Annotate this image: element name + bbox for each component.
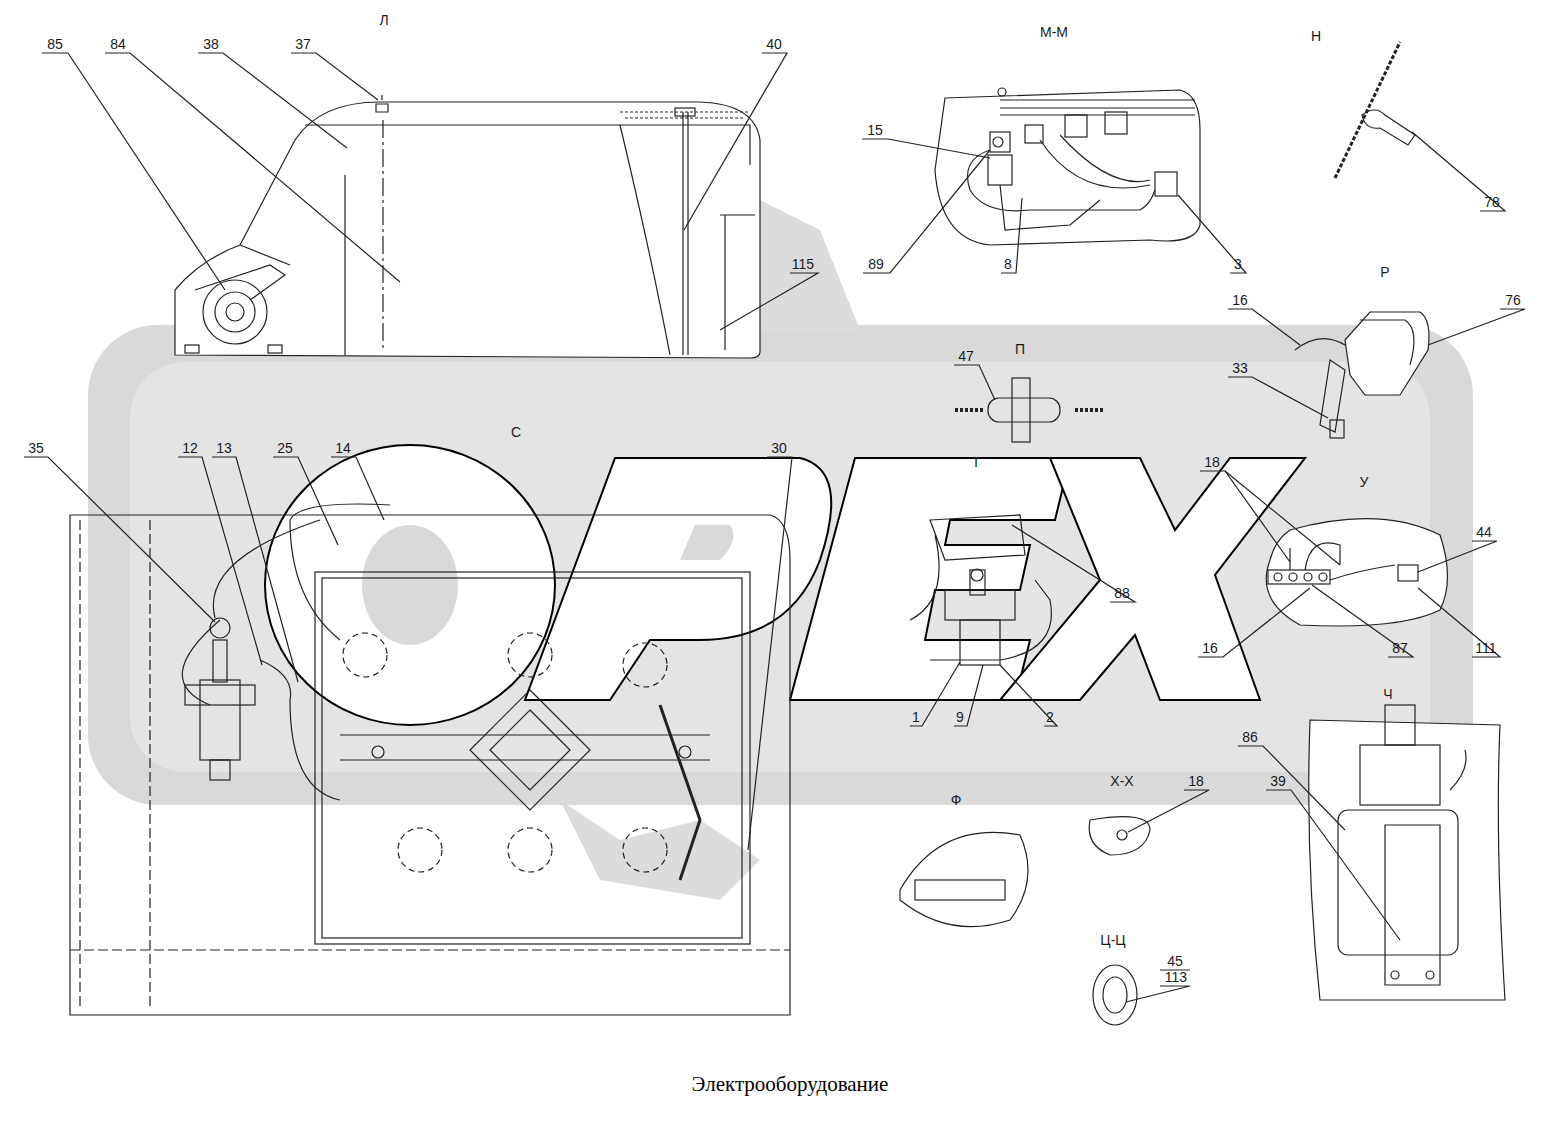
callout-number: 87 bbox=[1392, 641, 1408, 655]
callout-number: 78 bbox=[1484, 195, 1500, 209]
callout-number: 38 bbox=[203, 37, 219, 51]
callout-number: 2 bbox=[1046, 710, 1054, 724]
view-label: Ф bbox=[951, 793, 962, 807]
callout-number: 39 bbox=[1270, 774, 1286, 788]
callout-number: 37 bbox=[295, 37, 311, 51]
callout-number: 16 bbox=[1202, 641, 1218, 655]
callout-number: 9 bbox=[956, 710, 964, 724]
view-label: Ч bbox=[1383, 687, 1392, 701]
view-label: Л bbox=[379, 13, 388, 27]
callout-number: 113 bbox=[1165, 970, 1187, 984]
callout-number: 30 bbox=[771, 441, 787, 455]
section-label: Х-Х bbox=[1110, 774, 1133, 788]
view-label: С bbox=[511, 425, 521, 439]
section-label: Ц-Ц bbox=[1100, 933, 1125, 947]
callout-number: 76 bbox=[1505, 293, 1521, 307]
callout-number: 89 bbox=[868, 257, 884, 271]
callout-number: 15 bbox=[867, 123, 883, 137]
callout-number: 84 bbox=[110, 37, 126, 51]
callout-number: 14 bbox=[335, 441, 351, 455]
callout-number: 18 bbox=[1204, 455, 1220, 469]
view-label: П bbox=[1015, 342, 1025, 356]
callout-number: 35 bbox=[28, 441, 44, 455]
callout-number: 44 bbox=[1476, 525, 1492, 539]
callout-number: 1 bbox=[912, 710, 920, 724]
callout-number: 25 bbox=[277, 441, 293, 455]
callout-number: 13 bbox=[216, 441, 232, 455]
callout-number: 47 bbox=[958, 349, 974, 363]
callout-number: 40 bbox=[766, 37, 782, 51]
view-label: Н bbox=[1311, 29, 1321, 43]
callout-number: 8 bbox=[1004, 257, 1012, 271]
view-label: Т bbox=[972, 455, 981, 469]
callout-number: 86 bbox=[1242, 730, 1258, 744]
line-art bbox=[24, 42, 1525, 1025]
section-label: М-М bbox=[1040, 25, 1068, 39]
callout-number: 115 bbox=[792, 257, 814, 271]
callout-number: 33 bbox=[1232, 361, 1248, 375]
caption: Электрооборудование bbox=[692, 1072, 889, 1097]
callout-number: 16 bbox=[1232, 293, 1248, 307]
callout-number: 111 bbox=[1475, 641, 1496, 655]
callout-number: 88 bbox=[1114, 586, 1130, 600]
callout-number: 3 bbox=[1234, 257, 1242, 271]
callout-number: 45 bbox=[1167, 954, 1183, 968]
leader-lines bbox=[24, 53, 1525, 1002]
callout-number: 12 bbox=[182, 441, 198, 455]
callout-number: 18 bbox=[1188, 774, 1204, 788]
view-label: Р bbox=[1380, 265, 1389, 279]
view-label: У bbox=[1360, 475, 1369, 489]
callout-number: 85 bbox=[47, 37, 63, 51]
